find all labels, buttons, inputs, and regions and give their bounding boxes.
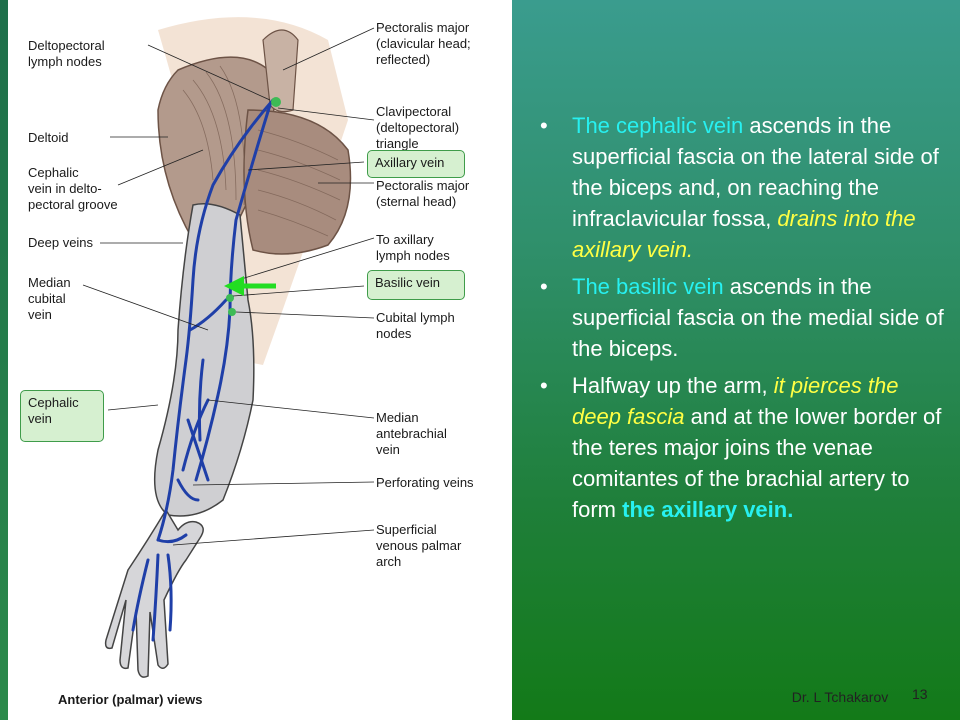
slide-page-number: 13 — [912, 686, 928, 702]
slide-author: Dr. L Tchakarov — [791, 689, 889, 705]
label-median-antebrachial-vein: Median antebrachial vein — [376, 410, 447, 457]
label-deltoid: Deltoid — [28, 130, 69, 145]
emphasis-pierces-fascia: it pierces the deep fascia — [572, 373, 899, 429]
cubital-node-2 — [228, 308, 236, 316]
label-basilic-vein-boxed: Basilic vein — [367, 270, 465, 300]
basilic-arrow — [224, 276, 276, 296]
term-basilic-vein: The basilic vein — [572, 274, 724, 299]
leader-lines — [82, 27, 375, 546]
label-median-cubital-vein: Median cubital vein — [28, 275, 71, 322]
hand-outline — [104, 508, 204, 678]
bullet-dot: • — [540, 113, 548, 138]
label-deep-veins: Deep veins — [28, 235, 94, 250]
text-segment: and at the lower border of the teres maj… — [572, 404, 942, 522]
label-clavipectoral-triangle: Clavipectoral (deltopectoral) triangle — [376, 104, 460, 151]
slide-text: • The cephalic vein ascends in the super… — [528, 110, 946, 531]
text-segment: ascends in the superficial fascia on the… — [572, 113, 939, 231]
label-cephalic-vein-boxed: Cephalic vein — [20, 390, 104, 442]
label-pectoralis-major-sternal: Pectoralis major (sternal head) — [376, 178, 470, 209]
label-axillary-vein-boxed: Axillary vein — [367, 150, 465, 178]
bullet-dot: • — [540, 373, 548, 398]
label-cephalic-vein-groove: Cephalic vein in delto- pectoral groove — [28, 165, 118, 212]
emphasis-drains-axillary: drains into the axillary vein. — [572, 206, 916, 262]
label-perforating-veins: Perforating veins — [376, 475, 474, 490]
label-pectoralis-major-clavicular: Pectoralis major (clavicular head; refle… — [376, 20, 471, 67]
label-superficial-palmar-arch: Superficial venous palmar arch — [376, 522, 462, 569]
cephalic-vein-path — [156, 98, 275, 542]
label-cubital-lymph-nodes: Cubital lymph nodes — [376, 310, 455, 341]
median-cubital-path — [188, 298, 228, 332]
label-deltopectoral-lymph-nodes: Deltopectoral lymph nodes — [28, 38, 105, 69]
term-axillary-vein: the axillary vein. — [622, 497, 794, 522]
deltopectoral-node — [271, 97, 281, 107]
anatomy-figure: Deltopectoral lymph nodes Deltoid Cephal… — [8, 0, 512, 720]
text-segment: Halfway up the arm, — [572, 373, 774, 398]
label-to-axillary-lymph-nodes: To axillary lymph nodes — [376, 232, 450, 263]
bullet-dot: • — [540, 274, 548, 299]
bullet-cephalic: • The cephalic vein ascends in the super… — [528, 110, 946, 265]
text-segment: ascends in the superficial fascia on the… — [572, 274, 944, 361]
cubital-node-1 — [226, 294, 234, 302]
term-cephalic-vein: The cephalic vein — [572, 113, 744, 138]
bullet-halfway: • Halfway up the arm, it pierces the dee… — [528, 370, 946, 525]
figure-caption: Anterior (palmar) views — [58, 692, 203, 707]
left-accent-strip — [0, 0, 8, 720]
muscle-fibers — [182, 65, 341, 237]
bullet-basilic: • The basilic vein ascends in the superf… — [528, 271, 946, 364]
arm-illustration — [82, 17, 375, 678]
